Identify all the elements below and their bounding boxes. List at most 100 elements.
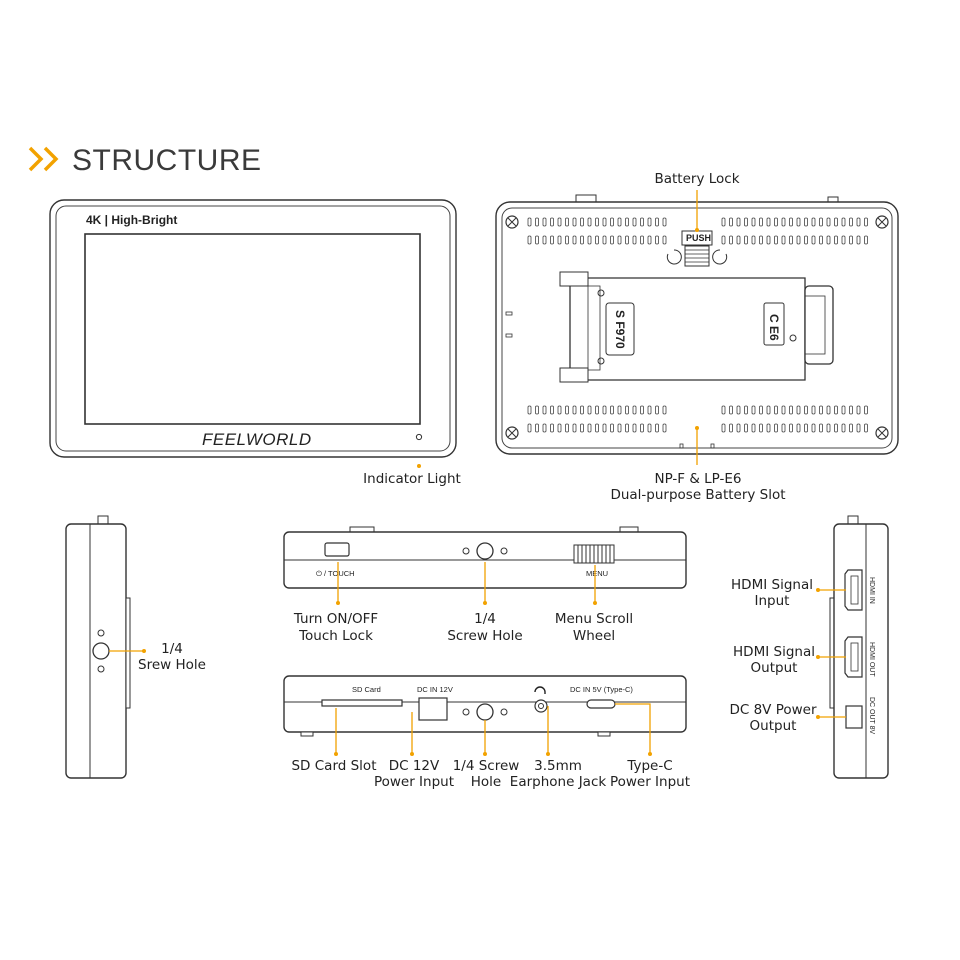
vent-slot (632, 217, 637, 227)
vent-slot (789, 235, 793, 245)
vent-slot (617, 235, 622, 245)
vent-slot (572, 235, 577, 245)
vent-slot (736, 235, 741, 245)
left-side-view (65, 515, 131, 779)
dc-8v-label-2: Output (750, 718, 797, 734)
vent-slot (751, 423, 756, 433)
battery-lock-label: Battery Lock (654, 171, 739, 187)
indicator-light-label: Indicator Light (363, 471, 461, 487)
front-view: 4K | High-Bright FEELWORLD (49, 199, 457, 458)
left-screw-label-1: 1/4 (161, 641, 183, 657)
vent-slot (804, 405, 808, 415)
vent-slot (535, 423, 539, 433)
vent-slot (557, 217, 562, 227)
vent-slot (610, 217, 614, 227)
vent-slot (550, 217, 554, 227)
vent-slot (527, 405, 532, 415)
battery-slot-label-1: NP-F & LP-E6 (654, 471, 741, 487)
top-leaders (336, 562, 597, 605)
vent-slot (580, 235, 584, 245)
vent-slot (632, 235, 637, 245)
earphone-jack-label-2: Earphone Jack (510, 774, 607, 790)
vent-slot (864, 235, 868, 245)
left-screw-hole-icon (92, 642, 110, 660)
vent-slot (781, 405, 786, 415)
vent-slot (662, 235, 667, 245)
vent-slot (826, 405, 831, 415)
screen (84, 233, 421, 425)
vent-slot (759, 217, 763, 227)
vent-slot (662, 423, 667, 433)
vent-slot (736, 217, 741, 227)
vent-slot (736, 405, 741, 415)
vent-slot (565, 423, 569, 433)
vent-slot (811, 217, 816, 227)
vent-slot (557, 235, 562, 245)
vent-slot (557, 423, 562, 433)
vent-slot (759, 235, 763, 245)
vent-slot (542, 235, 547, 245)
vent-slot (565, 235, 569, 245)
vent-slot (625, 423, 629, 433)
rotate-right-icon (712, 249, 728, 265)
vent-slot (826, 423, 831, 433)
vent-slot (572, 423, 577, 433)
dc-12v-label-2: Power Input (374, 774, 454, 790)
vent-slot (834, 217, 838, 227)
vent-slot (617, 217, 622, 227)
vent-slot (587, 217, 592, 227)
vent-slot (640, 405, 644, 415)
vent-slot (804, 217, 808, 227)
vent-slot (849, 217, 853, 227)
push-grip (685, 249, 709, 263)
vent-slot (841, 405, 846, 415)
vent-slot (834, 235, 838, 245)
vent-slot (864, 405, 868, 415)
vent-slot (856, 405, 861, 415)
vent-slot (625, 217, 629, 227)
vent-slot (729, 217, 733, 227)
hdmi-input-label-1: HDMI Signal (731, 577, 813, 593)
vent-slot (789, 423, 793, 433)
vent-slot (751, 235, 756, 245)
vent-slot (849, 235, 853, 245)
vent-slot (804, 235, 808, 245)
vent-slot (766, 235, 771, 245)
vent-slot (751, 217, 756, 227)
vent-slot (647, 405, 652, 415)
front-tag: 4K | High-Bright (86, 213, 177, 227)
vent-slot (602, 235, 607, 245)
vent-slot (625, 405, 629, 415)
vent-slot (856, 423, 861, 433)
menu-wheel-label-1: Menu Scroll (555, 611, 633, 627)
vent-slot (744, 217, 748, 227)
hdmi-output-label-2: Output (751, 660, 798, 676)
type-c-port (586, 699, 616, 709)
vent-slot (826, 217, 831, 227)
vent-slot (796, 405, 801, 415)
vent-slot (781, 235, 786, 245)
indicator-leader (417, 464, 421, 468)
vent-slot (647, 217, 652, 227)
vent-slot (565, 405, 569, 415)
vent-slot (766, 405, 771, 415)
vent-slot (527, 423, 532, 433)
vent-slot (819, 405, 823, 415)
vent-slot (602, 405, 607, 415)
hdmi-input-label-2: Input (755, 593, 790, 609)
vent-slot (841, 235, 846, 245)
turn-on-off-label-1: Turn ON/OFF (293, 611, 378, 627)
sd-card-slot (321, 699, 403, 707)
vent-slot (736, 423, 741, 433)
vent-slot (856, 217, 861, 227)
vent-slot (796, 217, 801, 227)
vent-slot (811, 423, 816, 433)
vent-slot (587, 405, 592, 415)
canon-label: C E6 (767, 314, 781, 341)
vent-slot (565, 217, 569, 227)
vent-slot (849, 423, 853, 433)
vent-slot (625, 235, 629, 245)
vent-slot (580, 405, 584, 415)
left-screw-leader (109, 649, 146, 653)
